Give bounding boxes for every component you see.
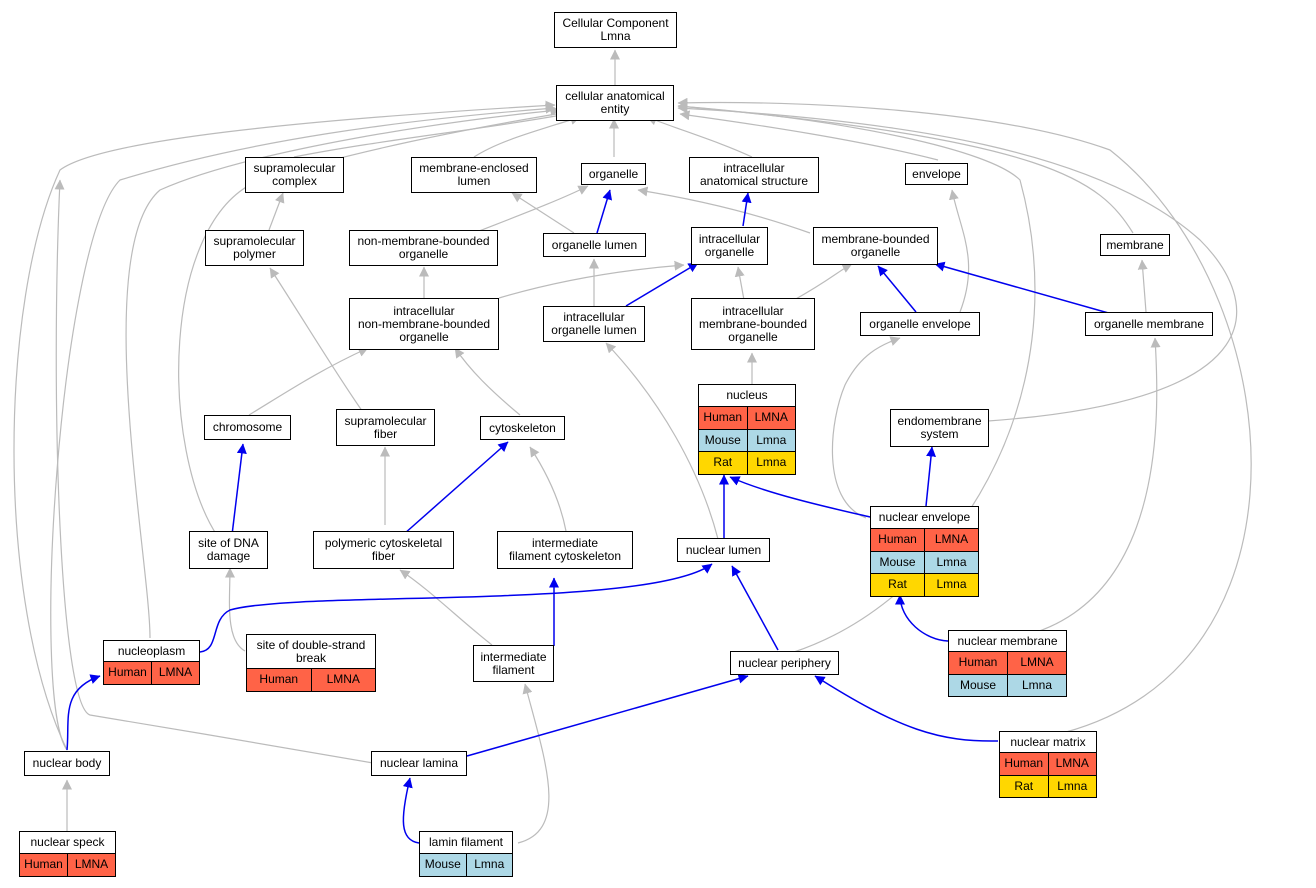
node-cytoskeleton[interactable]: cytoskeleton xyxy=(480,416,565,440)
node-organelle-lumen[interactable]: organelle lumen xyxy=(543,233,646,257)
node-endomembrane-system[interactable]: endomembrane system xyxy=(890,409,989,447)
node-supramolecular-polymer[interactable]: supramolecular polymer xyxy=(205,230,304,266)
node-intracellular-nmb-organelle[interactable]: intracellular non-membrane-bounded organ… xyxy=(349,298,499,350)
node-membrane[interactable]: membrane xyxy=(1100,234,1170,256)
node-non-membrane-bounded-organelle[interactable]: non-membrane-bounded organelle xyxy=(349,230,498,266)
node-organelle[interactable]: organelle xyxy=(581,163,646,185)
node-nuclear-body[interactable]: nuclear body xyxy=(24,751,110,776)
node-cellular-anatomical-entity[interactable]: cellular anatomical entity xyxy=(556,85,674,121)
node-organelle-membrane[interactable]: organelle membrane xyxy=(1085,312,1213,336)
node-nuclear-lumen[interactable]: nuclear lumen xyxy=(677,538,770,562)
blue-edges xyxy=(66,189,1113,844)
node-polymeric-cytoskeletal-fiber[interactable]: polymeric cytoskeletal fiber xyxy=(313,531,454,569)
node-intermediate-filament[interactable]: intermediate filament xyxy=(473,645,554,682)
node-envelope[interactable]: envelope xyxy=(905,163,968,185)
node-intermediate-filament-cytoskeleton[interactable]: intermediate filament cytoskeleton xyxy=(497,531,633,569)
node-cellular-component[interactable]: Cellular Component Lmna xyxy=(554,12,677,48)
grey-edges xyxy=(13,49,1252,844)
node-intracellular-organelle-lumen[interactable]: intracellular organelle lumen xyxy=(543,306,645,342)
node-nuclear-lamina[interactable]: nuclear lamina xyxy=(371,751,467,776)
node-intracellular-mb-organelle[interactable]: intracellular membrane-bounded organelle xyxy=(691,298,815,350)
node-nuclear-periphery[interactable]: nuclear periphery xyxy=(730,651,839,675)
node-supramolecular-complex[interactable]: supramolecular complex xyxy=(245,157,344,193)
node-membrane-bounded-organelle[interactable]: membrane-bounded organelle xyxy=(813,227,938,265)
node-site-of-dna-damage[interactable]: site of DNA damage xyxy=(189,531,268,569)
node-intracellular-anatomical-structure[interactable]: intracellular anatomical structure xyxy=(689,157,819,193)
node-organelle-envelope[interactable]: organelle envelope xyxy=(860,312,980,336)
node-chromosome[interactable]: chromosome xyxy=(204,415,291,440)
node-intracellular-organelle[interactable]: intracellular organelle xyxy=(691,227,768,265)
node-supramolecular-fiber[interactable]: supramolecular fiber xyxy=(336,409,435,446)
node-membrane-enclosed-lumen[interactable]: membrane-enclosed lumen xyxy=(411,157,537,193)
